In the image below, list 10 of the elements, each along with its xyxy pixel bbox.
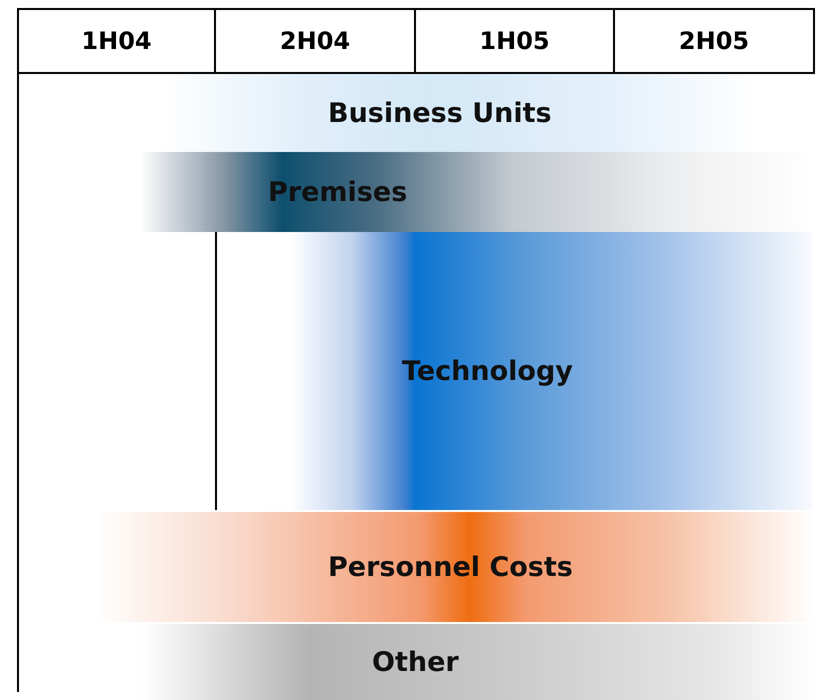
band-label: Technology <box>402 356 573 386</box>
column-header: 2H05 <box>613 8 815 74</box>
band-label: Premises <box>268 176 408 208</box>
column-header: 1H04 <box>17 8 216 74</box>
band-label: Personnel Costs <box>328 552 573 582</box>
band-label: Other <box>372 646 459 678</box>
timeline-band <box>290 232 812 510</box>
column-header: 2H04 <box>214 8 416 74</box>
band-label: Business Units <box>328 98 552 128</box>
column-header: 1H05 <box>414 8 615 74</box>
